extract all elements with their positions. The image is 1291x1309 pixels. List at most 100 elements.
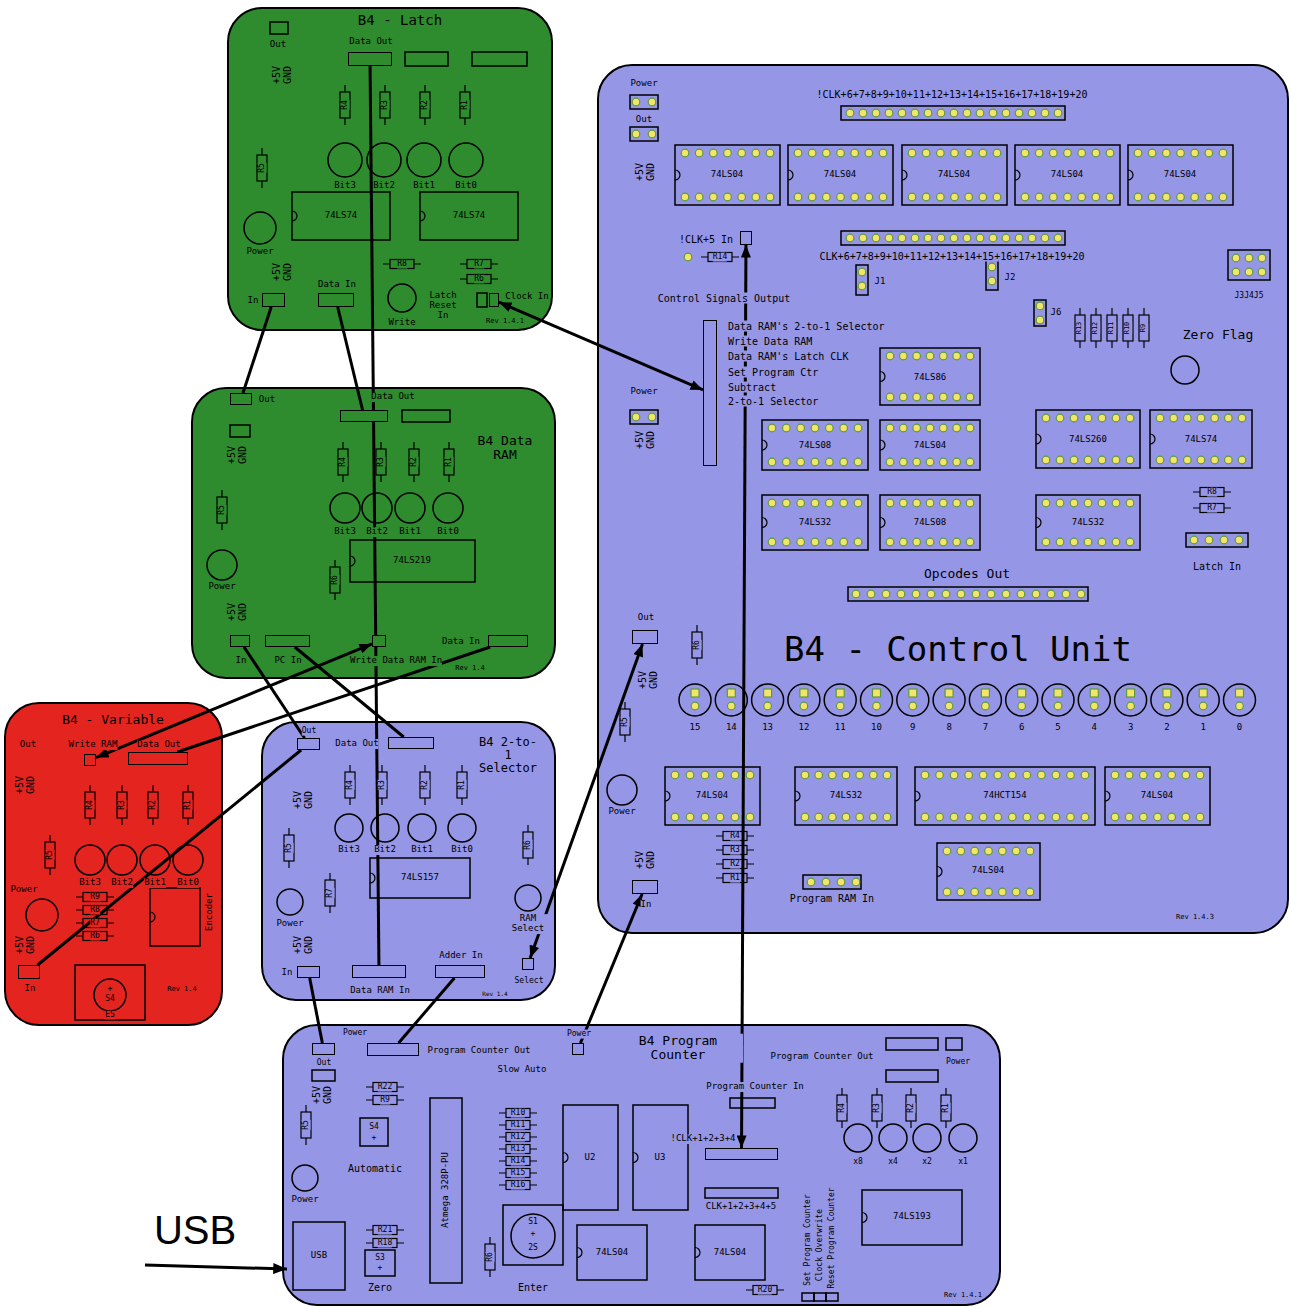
- ic-chip: [1036, 495, 1140, 550]
- silkscreen-label: Power: [946, 1058, 970, 1067]
- chip-notch: [762, 440, 767, 450]
- label-slot: S1: [528, 1218, 538, 1227]
- label-slot: 6: [1019, 723, 1024, 733]
- silkscreen-label: 74LS08: [914, 518, 947, 528]
- text-slot: Control Signals Output: [658, 293, 790, 304]
- solder-pad: [885, 234, 893, 242]
- resistor-symbol: [380, 92, 390, 118]
- led-symbol: [408, 814, 436, 842]
- solder-pad: [859, 109, 867, 117]
- text-slot: In: [282, 968, 293, 978]
- label-slot: Rev 1.4.1: [486, 318, 524, 326]
- silkscreen-label: R11: [1108, 322, 1116, 335]
- label-slot: 74HCT154: [983, 791, 1026, 801]
- resistor-symbol: [692, 632, 702, 658]
- silkscreen-label: +5V GND: [226, 599, 248, 625]
- solder-pad: [842, 771, 850, 779]
- silkscreen-label: Bit3: [79, 878, 101, 888]
- pin-header: Data Out: [340, 410, 388, 422]
- solder-pad: [724, 149, 732, 157]
- ic-chip: [915, 767, 1095, 825]
- silkscreen-label: R18: [378, 1239, 392, 1248]
- resistor-symbol: [872, 1095, 882, 1121]
- resistor-symbol: [444, 449, 454, 475]
- silkscreen-label: Bit2: [111, 878, 133, 888]
- solder-pad: [1199, 689, 1207, 697]
- ic-chip: [1015, 145, 1120, 205]
- solder-pad: [794, 193, 802, 201]
- label-slot: R3: [378, 780, 387, 790]
- silkscreen-label: Out: [636, 115, 652, 125]
- solder-pad: [940, 538, 948, 546]
- ic-chip: [150, 888, 200, 946]
- resistor-symbol: [506, 1145, 530, 1154]
- solder-pad: [1023, 771, 1031, 779]
- silkscreen-label: R3: [873, 1103, 882, 1113]
- solder-pad: [1092, 193, 1100, 201]
- ic-chip: [1150, 410, 1252, 468]
- label-slot: +5V GND: [14, 772, 36, 798]
- resistor-symbol: [420, 772, 430, 798]
- solder-pad: [851, 193, 859, 201]
- label-slot: Power: [630, 79, 657, 89]
- solder-pad: [1050, 193, 1058, 201]
- solder-pad: [1052, 771, 1060, 779]
- label-slot: Program Counter In: [706, 1082, 804, 1092]
- resistor-symbol: [941, 1095, 951, 1121]
- solder-pad: [945, 689, 953, 697]
- ic-chip: [1128, 145, 1233, 205]
- circuit-board: B4 - VariableWrite RAMData OutIn: [5, 703, 222, 1025]
- resistor-symbol: [373, 1096, 397, 1105]
- solder-pad: [1008, 771, 1016, 779]
- label-slot: Power: [276, 919, 303, 929]
- text-slot: !CLK+5 In: [679, 234, 733, 245]
- solder-pad: [768, 424, 776, 432]
- label-slot: 74LS74: [1185, 435, 1218, 445]
- header-label: Write RAM: [69, 740, 118, 750]
- led-symbol: [244, 212, 276, 244]
- silkscreen-label: R3: [730, 846, 740, 855]
- label-slot: 74LS08: [799, 441, 832, 451]
- silkscreen-label: R4: [730, 832, 740, 841]
- solder-pad: [1054, 689, 1062, 697]
- solder-pad: [951, 193, 959, 201]
- solder-pad: [1056, 456, 1064, 464]
- solder-pad: [900, 352, 908, 360]
- solder-pad: [872, 234, 880, 242]
- led-symbol: [511, 1214, 555, 1258]
- solder-pad: [1236, 702, 1244, 710]
- solder-pad: [1196, 813, 1204, 821]
- solder-pad: [957, 847, 965, 855]
- silkscreen-label: R8: [397, 260, 407, 269]
- label-slot: R6: [486, 1252, 495, 1262]
- resistor-symbol: [376, 449, 386, 475]
- label-slot: USB: [154, 1208, 236, 1252]
- silkscreen-label: R3: [377, 457, 386, 467]
- header-box: [365, 1250, 395, 1276]
- silkscreen-label: R7: [326, 888, 335, 898]
- silkscreen-label: 74LS219: [393, 556, 431, 566]
- solder-pad: [797, 424, 805, 432]
- solder-pad: [1041, 109, 1049, 117]
- solder-pad: [764, 689, 772, 697]
- solder-pad: [731, 771, 739, 779]
- silkscreen-label: Bit3: [334, 181, 356, 191]
- label-slot: 74LS04: [696, 791, 729, 801]
- silkscreen-label: Power: [246, 247, 273, 257]
- solder-pad: [885, 109, 893, 117]
- solder-pad: [1081, 771, 1089, 779]
- silkscreen-label: R14: [511, 1157, 525, 1166]
- label-slot: R14: [713, 253, 727, 262]
- label-slot: R4: [838, 1103, 847, 1113]
- silkscreen-label: R12: [511, 1133, 525, 1142]
- solder-pad: [976, 234, 984, 242]
- pin-header: Control Signals Output: [703, 320, 717, 466]
- solder-pad: [926, 424, 934, 432]
- silkscreen-label: R1: [730, 874, 740, 883]
- resistor-symbol: [1200, 488, 1224, 497]
- silkscreen-label: Latch In: [1193, 561, 1241, 572]
- solder-pad: [1112, 456, 1120, 464]
- board-title: B4 - Variable: [62, 713, 164, 727]
- label-slot: R2: [410, 457, 419, 467]
- solder-pad: [1028, 234, 1036, 242]
